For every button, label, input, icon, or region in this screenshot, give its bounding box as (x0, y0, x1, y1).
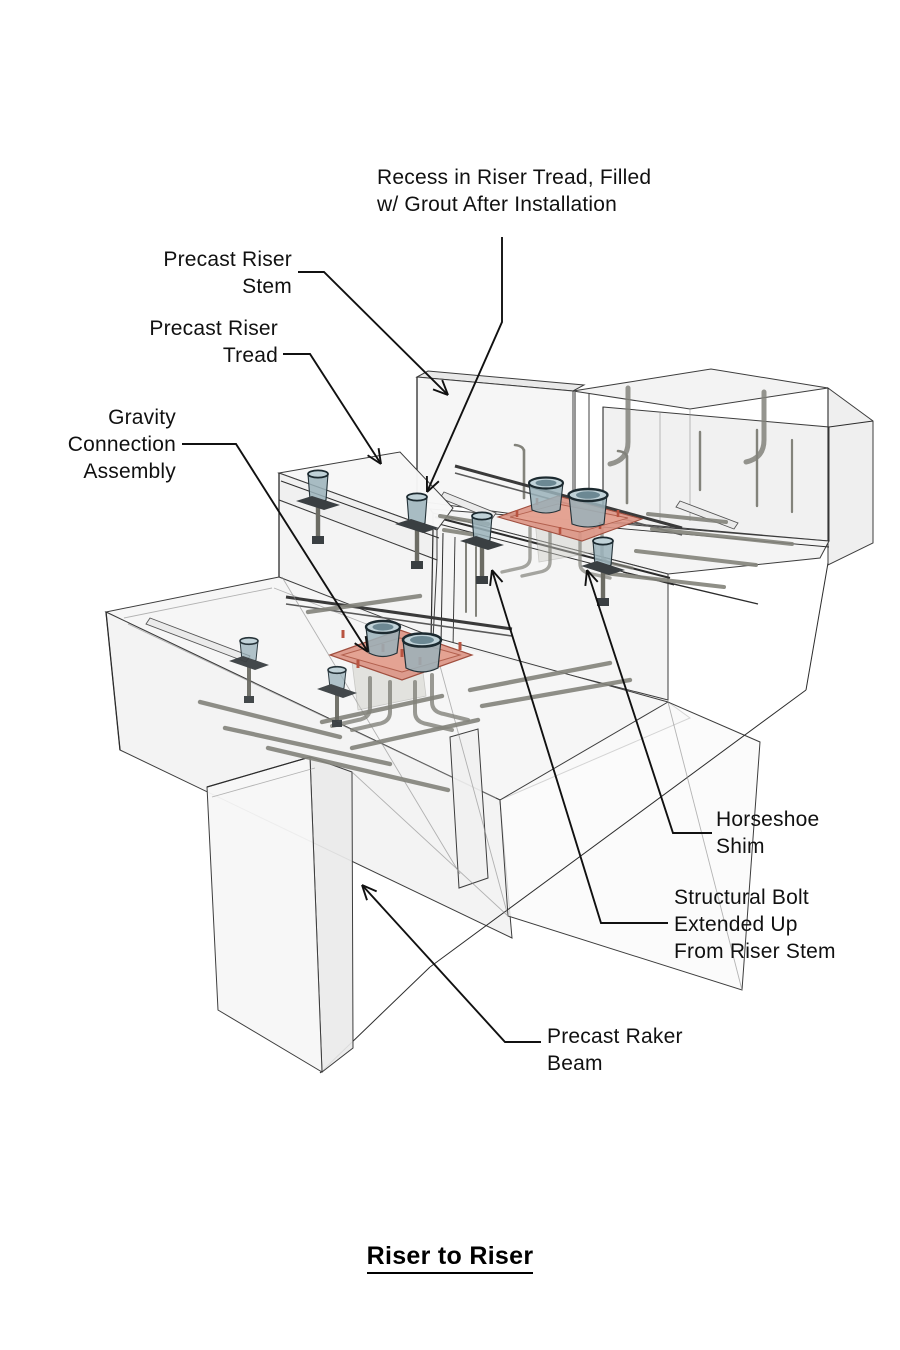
horseshoe-shim-icon (229, 656, 269, 670)
edge-bolt-assemblies (229, 469, 625, 727)
callout-gravity: Gravity Connection Assembly (67, 406, 176, 483)
horseshoe-shim-icon (317, 684, 357, 698)
diagram-title: Riser to Riser (0, 1242, 900, 1274)
gravity-connection-assembly (197, 593, 633, 793)
grout-sleeve-icon (527, 476, 609, 528)
callout-stem: Precast Riser Stem (163, 248, 292, 298)
structural-bolt-icon (460, 511, 504, 584)
callout-recess: Recess in Riser Tread, Filled w/ Grout A… (377, 166, 652, 216)
callout-horseshoe: Horseshoe Shim (716, 808, 820, 858)
precast-raker-beam (206, 756, 509, 1073)
structural-bolt-icon (296, 469, 340, 544)
callout-bolt: Structural Bolt Extended Up From Riser S… (674, 886, 836, 963)
vertical-rebar-icon (513, 385, 794, 514)
callout-raker: Precast Raker Beam (547, 1025, 683, 1075)
horseshoe-shim-icon (296, 496, 340, 510)
structural-bolt-icon (395, 492, 439, 569)
gravity-connection-assembly-upper (438, 476, 794, 589)
structural-bolt-icon (581, 536, 625, 606)
grout-sleeve-icon (364, 619, 443, 673)
upper-right-riser-unit (572, 368, 874, 566)
horseshoe-shim-icon (460, 536, 504, 550)
leader-lines (182, 237, 712, 1043)
horseshoe-shim-icon (581, 561, 625, 575)
structural-bolt-icon (317, 665, 357, 727)
callout-tread: Precast Riser Tread (149, 317, 278, 367)
structural-bolt-icon (229, 636, 269, 703)
horseshoe-shim-icon (395, 519, 439, 533)
